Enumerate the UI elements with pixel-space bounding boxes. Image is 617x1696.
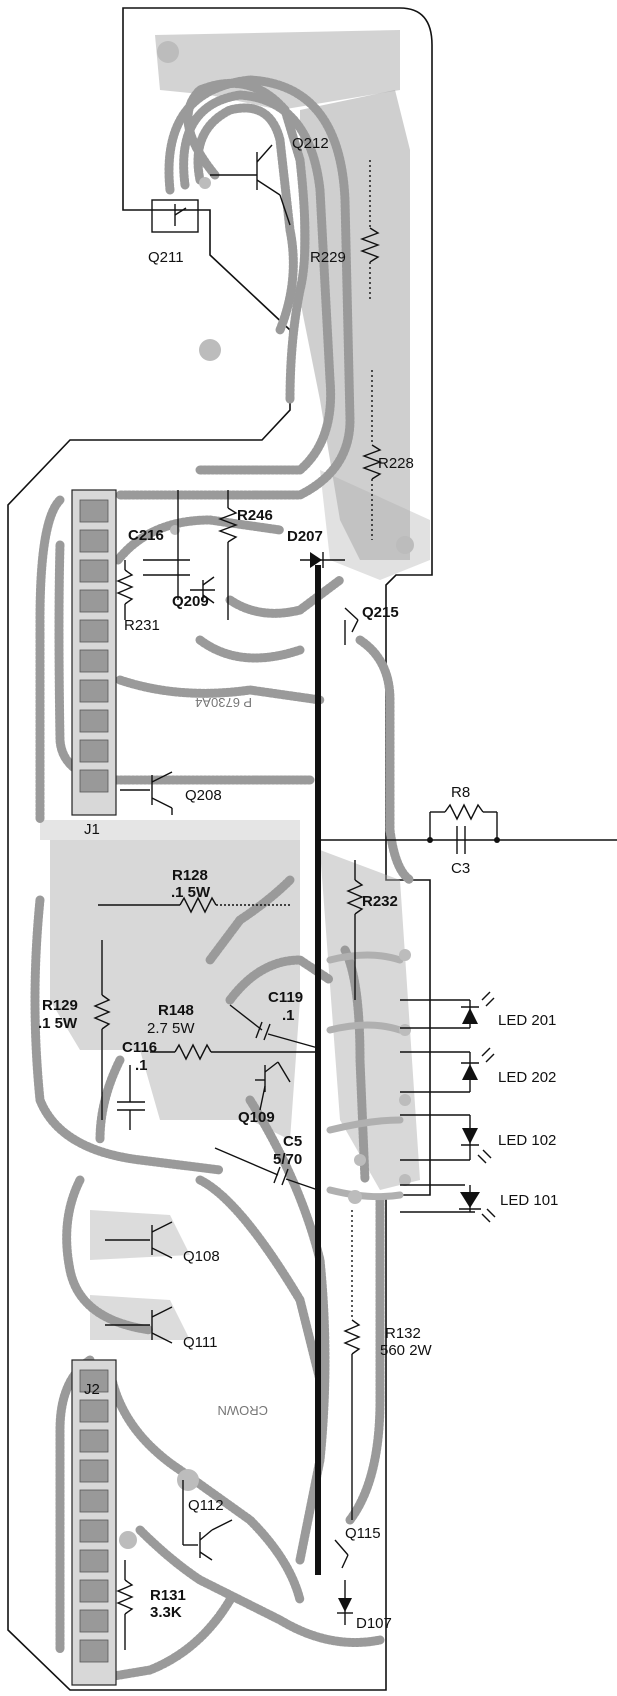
capacitor-c119	[229, 1004, 319, 1049]
label-r129-value: .1 5W	[38, 1015, 78, 1032]
label-r232: R232	[362, 893, 398, 910]
mirrored-board-marking-top: P 6730A4	[195, 695, 252, 710]
label-d207: D207	[287, 528, 323, 545]
label-q111: Q111	[183, 1334, 217, 1351]
label-d107: D107	[356, 1615, 392, 1632]
led-201	[400, 991, 495, 1029]
label-r131-value: 3.3K	[150, 1604, 182, 1621]
resistor-r231	[116, 560, 134, 620]
label-r148: R148	[158, 1002, 194, 1019]
label-q208: Q208	[185, 787, 222, 804]
resistor-r8-capacitor-c3	[318, 803, 617, 854]
label-r132-value: 560 2W	[380, 1342, 433, 1359]
label-r128: R128	[172, 867, 208, 884]
label-r131: R131	[150, 1587, 186, 1604]
label-q109: Q109	[238, 1109, 275, 1126]
label-r229: R229	[310, 249, 346, 266]
label-led-102: LED 102	[498, 1132, 556, 1149]
resistor-r228	[362, 370, 382, 540]
label-r246: R246	[237, 507, 273, 524]
diode-d107	[337, 1580, 353, 1625]
label-j2: J2	[84, 1381, 100, 1398]
label-c119-value: .1	[282, 1007, 295, 1024]
label-r129: R129	[42, 997, 78, 1014]
capacitor-c116	[117, 1065, 145, 1130]
board-outline	[7, 7, 433, 1691]
transistor-q115	[334, 1539, 349, 1569]
led-102	[400, 1114, 492, 1164]
transistor-q109	[255, 1061, 291, 1111]
label-r148-value: 2.7 5W	[147, 1020, 195, 1037]
label-c216: C216	[128, 527, 164, 544]
label-j1: J1	[84, 821, 100, 838]
capacitor-c5	[214, 1147, 319, 1191]
label-q212: Q212	[292, 135, 329, 152]
label-c116: C116	[122, 1039, 157, 1056]
label-q108: Q108	[183, 1248, 220, 1265]
pads	[119, 41, 414, 1549]
transistor-q108	[105, 1221, 173, 1259]
label-c5-value: 5/70	[273, 1151, 302, 1168]
transistor-q212	[210, 144, 291, 226]
label-q112: Q112	[188, 1497, 224, 1514]
transistor-q111	[105, 1306, 173, 1344]
transistor-q112	[182, 1480, 233, 1561]
label-c5: C5	[283, 1133, 302, 1150]
resistor-r132	[343, 1210, 361, 1520]
diode-d207	[300, 552, 345, 568]
label-c119: C119	[268, 989, 303, 1006]
transistor-q209	[190, 576, 215, 604]
label-c3: C3	[451, 860, 470, 877]
resistor-r246	[218, 490, 238, 620]
connector-j1	[71, 489, 117, 816]
label-q209: Q209	[172, 593, 209, 610]
label-c116-value: .1	[135, 1057, 148, 1074]
transistor-q215	[344, 607, 359, 645]
label-led-202: LED 202	[498, 1069, 556, 1086]
resistor-r128	[98, 896, 290, 914]
label-r8: R8	[451, 784, 470, 801]
label-led-101: LED 101	[500, 1192, 558, 1209]
label-q115: Q115	[345, 1525, 381, 1542]
transistor-q208	[120, 771, 173, 815]
transistor-q211	[151, 199, 199, 233]
label-r132: R132	[385, 1325, 421, 1342]
led-202	[400, 1047, 495, 1093]
label-r228: R228	[378, 455, 414, 472]
label-r128-value: .1 5W	[171, 884, 211, 901]
mirrored-board-marking-bottom: CROWN	[217, 1403, 268, 1418]
label-led-201: LED 201	[498, 1012, 556, 1029]
resistor-r229	[360, 160, 380, 300]
capacitor-c216	[143, 490, 190, 600]
resistor-r129	[93, 940, 111, 1120]
label-q211: Q211	[148, 249, 184, 266]
connector-j2	[71, 1359, 117, 1686]
label-r231: R231	[124, 617, 160, 634]
label-q215: Q215	[362, 604, 399, 621]
resistor-r232	[346, 860, 364, 1000]
led-101	[400, 1184, 496, 1223]
resistor-r131	[116, 1560, 134, 1650]
resistor-r148	[150, 1043, 318, 1061]
